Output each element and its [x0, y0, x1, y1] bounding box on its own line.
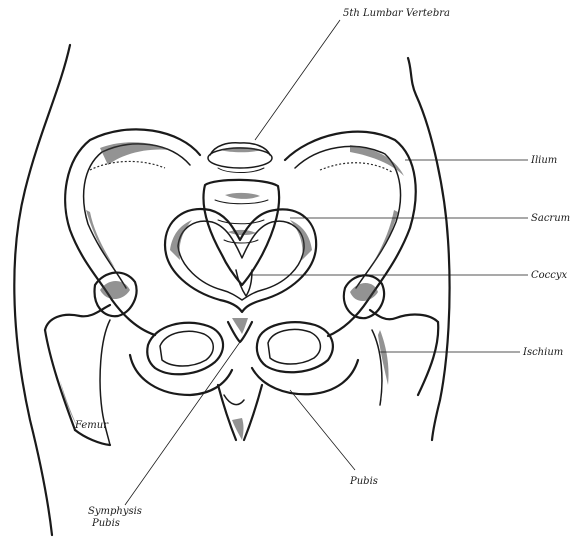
label-pubis: Pubis [349, 476, 378, 487]
right-hip-joint [344, 275, 384, 318]
left-obturator [130, 323, 232, 395]
label-ilium: Ilium [530, 155, 557, 166]
pubic-symphysis [218, 318, 262, 440]
label-ischium: Ischium [522, 347, 563, 358]
right-femur [370, 310, 438, 405]
lumbar-vertebra [208, 143, 272, 173]
label-symphysis-line1: Symphysis [88, 506, 142, 517]
label-femur: Femur [74, 420, 109, 431]
label-lumbar-vertebra: 5th Lumbar Vertebra [343, 8, 450, 19]
sacrum [204, 180, 280, 285]
label-sacrum: Sacrum [531, 213, 570, 224]
leader-lines [125, 20, 528, 505]
pelvic-brim [165, 209, 316, 312]
label-symphysis-line2: Pubis [91, 518, 120, 529]
leader-lumbar [255, 20, 340, 140]
right-obturator [252, 322, 358, 394]
leader-pubis [290, 390, 355, 470]
label-coccyx: Coccyx [531, 270, 568, 281]
